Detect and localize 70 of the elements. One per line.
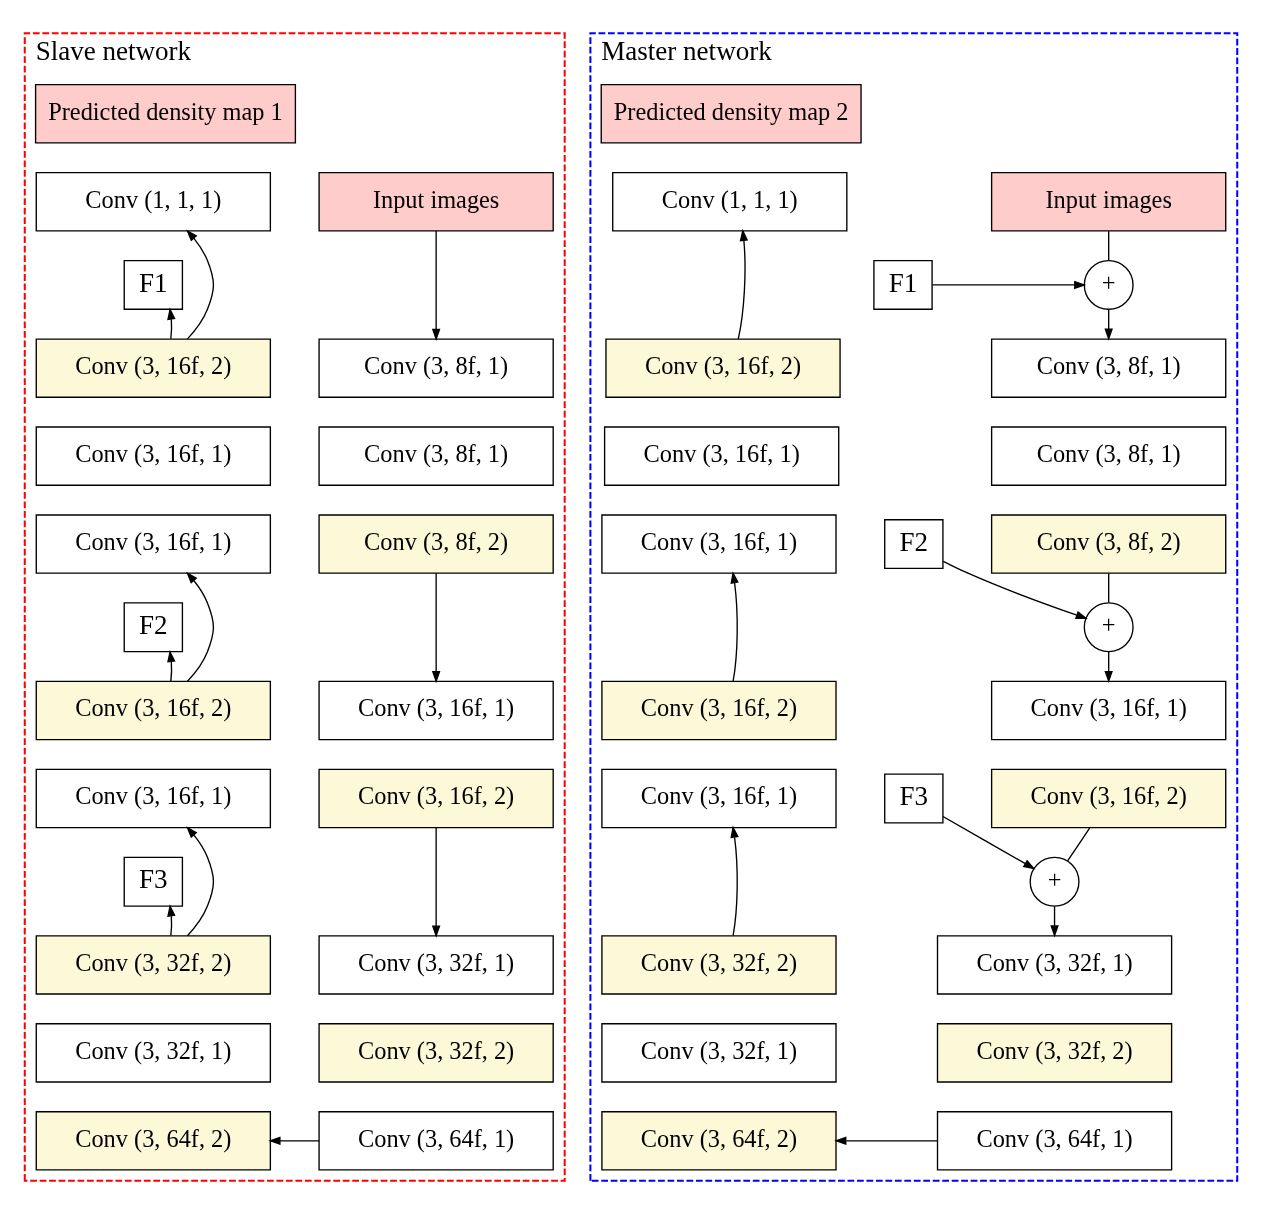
node-box: Conv (3, 8f, 2) — [990, 514, 1227, 574]
node-box: F2 — [884, 519, 944, 570]
node-box: Conv (3, 16f, 2) — [601, 680, 837, 741]
node-box: Conv (3, 16f, 2) — [605, 338, 841, 398]
node-box: Conv (3, 8f, 1) — [318, 426, 554, 486]
node-box: Conv (3, 16f, 2) — [35, 338, 272, 398]
arrow — [167, 307, 176, 340]
node-box: Conv (3, 16f, 2) — [35, 680, 272, 741]
arrow — [1050, 905, 1059, 938]
node-circle: + — [1083, 259, 1134, 310]
node-box: F1 — [873, 259, 933, 310]
connector — [1066, 827, 1091, 862]
node-box: Conv (3, 8f, 1) — [318, 338, 554, 398]
node-box: Conv (3, 16f, 2) — [990, 768, 1227, 829]
arrow — [1104, 308, 1113, 341]
arrow — [1104, 651, 1113, 684]
node-box: F2 — [123, 602, 184, 653]
node-box: Conv (3, 16f, 1) — [601, 514, 837, 574]
arrow — [737, 228, 749, 340]
node-box: Conv (3, 16f, 1) — [35, 426, 272, 486]
node-box: Conv (3, 32f, 1) — [35, 1023, 272, 1083]
node-box: Conv (3, 32f, 2) — [35, 935, 272, 995]
node-box: Conv (1, 1, 1) — [612, 171, 848, 232]
node-box: Predicted density map 1 — [34, 84, 297, 144]
arrow — [186, 826, 215, 937]
node-box: Conv (3, 8f, 1) — [990, 426, 1227, 486]
node-box: Conv (3, 8f, 2) — [318, 514, 554, 574]
node-box: Conv (3, 16f, 1) — [35, 768, 272, 829]
node-box: Conv (3, 32f, 1) — [601, 1023, 837, 1083]
arrow — [167, 904, 176, 937]
node-box: Input images — [318, 171, 554, 232]
node-box: F3 — [123, 856, 184, 907]
node-box: Predicted density map 2 — [600, 84, 862, 144]
arrow — [167, 649, 176, 682]
node-box: Conv (3, 16f, 1) — [603, 426, 840, 486]
arrow — [186, 229, 215, 340]
node-box: Conv (1, 1, 1) — [35, 171, 272, 232]
node-box: Conv (3, 32f, 2) — [601, 935, 837, 995]
node-box: Conv (3, 16f, 1) — [601, 768, 837, 829]
node-box: Conv (3, 16f, 1) — [318, 680, 554, 741]
connector — [1108, 230, 1110, 261]
node-box: Conv (3, 16f, 1) — [35, 514, 272, 574]
node-box: F3 — [884, 773, 944, 824]
node-box: Conv (3, 64f, 1) — [318, 1111, 554, 1171]
arrow — [931, 280, 1087, 290]
node-box: Conv (3, 16f, 2) — [318, 768, 554, 829]
node-box: Input images — [990, 171, 1227, 232]
node-box: F1 — [123, 259, 184, 310]
node-box: Conv (3, 32f, 1) — [936, 935, 1173, 995]
arrow — [942, 815, 1036, 870]
node-box: Conv (3, 32f, 1) — [318, 935, 554, 995]
connector — [1108, 572, 1110, 604]
arrow — [431, 572, 441, 684]
arrow — [730, 825, 739, 937]
node-box: Conv (3, 64f, 2) — [601, 1111, 837, 1171]
node-box: Conv (3, 32f, 2) — [936, 1023, 1173, 1083]
arrow — [730, 571, 739, 682]
node-box: Conv (3, 8f, 1) — [990, 338, 1227, 398]
node-box: Conv (3, 32f, 2) — [318, 1023, 554, 1083]
node-box: Conv (3, 64f, 2) — [35, 1111, 272, 1171]
arrow — [431, 230, 441, 341]
node-circle: + — [1083, 602, 1134, 653]
node-box: Conv (3, 16f, 1) — [990, 680, 1227, 741]
node-circle: + — [1029, 856, 1080, 907]
node-box: Conv (3, 64f, 1) — [936, 1111, 1173, 1171]
arrow — [268, 1136, 320, 1146]
arrow — [431, 826, 441, 938]
arrow — [834, 1136, 938, 1146]
arrow — [942, 560, 1088, 620]
arrow — [186, 571, 215, 682]
